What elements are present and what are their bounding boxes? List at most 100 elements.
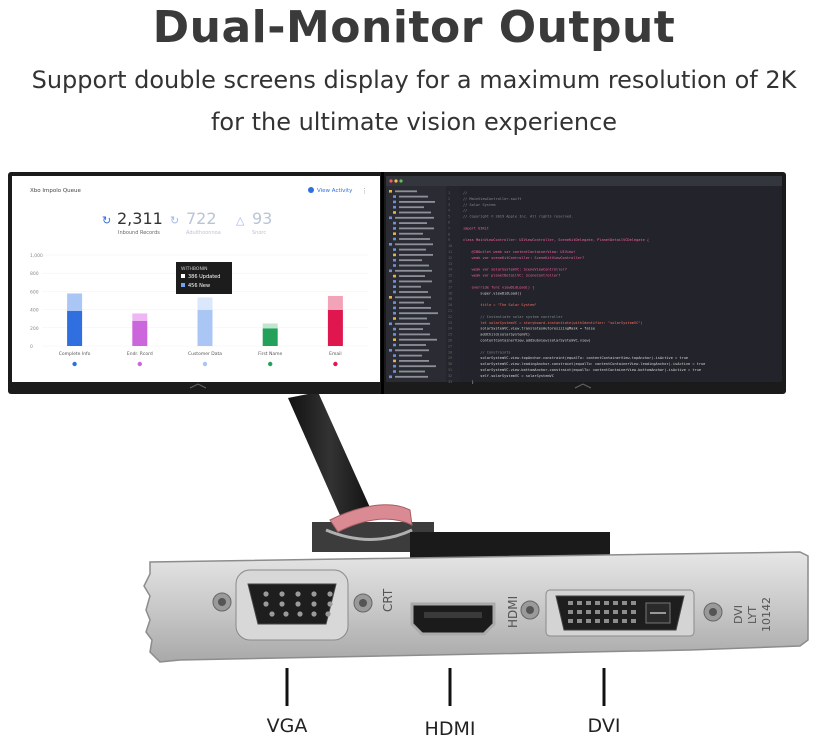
dvi-pin-hole (613, 601, 618, 605)
category-icon (72, 361, 77, 367)
code-line: // MainViewController.swift (463, 197, 521, 201)
dvi-label: DVI (588, 715, 621, 737)
file-name (395, 190, 417, 193)
stat-value: 722 (186, 209, 217, 228)
file-icon (393, 370, 396, 373)
file-icon (393, 333, 396, 336)
bracket-text-dvi: DVI (732, 605, 745, 624)
dvi-pin-hole (568, 619, 573, 623)
file-name (399, 238, 430, 240)
link-icon: ↻ (170, 214, 179, 227)
file-icon (389, 269, 392, 273)
bar-segment-top (132, 313, 148, 321)
code-line: } (463, 380, 474, 384)
activity-icon (308, 187, 314, 193)
code-line: weak var sceneKitController: SceneKitVie… (463, 256, 584, 260)
category-icon (202, 361, 208, 367)
dvi-pin-hole (586, 619, 591, 623)
subtitle-line-1: Support double screens display for a max… (31, 66, 797, 94)
category-icon (137, 361, 142, 367)
dvi-pin-hole (595, 619, 600, 623)
y-tick-label: 0 (30, 344, 33, 350)
more-icon[interactable]: ⋮ (361, 187, 368, 195)
code-line: // Constraints (463, 350, 511, 354)
dvi-pin-hole (631, 601, 636, 605)
y-tick-label: 200 (30, 326, 39, 332)
dvi-pin-hole (568, 601, 573, 605)
line-number: 28 (448, 350, 452, 354)
vga-pin-hole (295, 601, 301, 607)
file-name (399, 354, 422, 357)
file-icon (393, 280, 396, 283)
code-line: override func viewDidLoad() { (463, 285, 534, 289)
bar-chart (67, 293, 343, 346)
code-line: // Solar System (463, 203, 495, 207)
file-name (399, 259, 422, 262)
file-icon (393, 354, 396, 357)
code-line: // (463, 191, 467, 195)
file-icon (393, 306, 396, 310)
code-line: @IBOutlet weak var contentContainerView:… (463, 250, 576, 254)
code-line: class MainViewController: UIViewControll… (463, 238, 649, 242)
view-activity-link[interactable]: View Activity (317, 188, 353, 194)
bar-segment-base (67, 310, 83, 346)
vga-pin-hole (297, 611, 303, 617)
dvi-pin-hole (631, 610, 636, 614)
stat-label: Snorc (252, 230, 266, 236)
stat-label: Inbound Records (118, 230, 160, 236)
svg-text:WITHBONIN: WITHBONIN (181, 266, 208, 272)
line-number: 32 (448, 374, 452, 378)
file-icon (393, 285, 396, 288)
warning-icon: △ (236, 214, 245, 227)
file-name (399, 285, 421, 288)
line-number: 10 (448, 244, 452, 248)
file-name (399, 370, 425, 373)
bracket-text-crt: CRT (381, 588, 395, 612)
file-icon (393, 301, 396, 304)
category-label: Endr. Rcord (127, 351, 153, 357)
code-line: solarSystemVC.view.translatesAutoresizin… (463, 327, 595, 331)
bracket-text-hdmi: HDMI (506, 596, 520, 628)
bar-segment-base (132, 320, 148, 346)
y-tick-label: 400 (30, 308, 39, 314)
y-tick-label: 600 (30, 289, 39, 295)
code-line: solarSystemVC.view.leadingAnchor.constra… (463, 362, 705, 366)
vga-pin-hole (279, 591, 285, 597)
stat-label: Adulthoonnoa (186, 230, 221, 236)
line-number: 22 (448, 315, 452, 319)
file-icon (389, 375, 392, 379)
line-number: 13 (448, 262, 452, 266)
line-number: 31 (448, 368, 452, 372)
file-name (399, 301, 424, 304)
line-number: 25 (448, 333, 452, 337)
line-number: 27 (448, 344, 452, 348)
code-line: weak var solarSystemVC: SceneViewControl… (463, 268, 567, 272)
line-number: 16 (448, 280, 452, 284)
file-icon (389, 349, 392, 352)
file-name (399, 264, 429, 267)
stat-adult: ↻ 722 Adulthoonnoa (170, 209, 221, 236)
file-icon (393, 264, 396, 267)
line-number: 1 (448, 191, 450, 195)
vga-pin-hole (263, 601, 269, 607)
hdmi-port (410, 602, 496, 636)
file-name (399, 275, 425, 277)
file-name (395, 349, 429, 352)
line-number: 29 (448, 356, 452, 360)
line-number: 17 (448, 285, 452, 289)
dvi-pin-hole (631, 619, 636, 623)
file-name (399, 232, 423, 235)
app-title: Xbo Impolo Queue (30, 188, 82, 194)
file-icon (393, 221, 396, 225)
chart-tooltip: WITHBONIN 386 Updated 456 New (176, 262, 232, 294)
vga-pin-hole (327, 601, 333, 607)
file-icon (393, 205, 396, 209)
file-name (399, 338, 437, 341)
file-icon (393, 327, 396, 331)
file-name (395, 375, 428, 378)
vga-pin-hole (263, 591, 269, 597)
file-icon (393, 211, 396, 214)
